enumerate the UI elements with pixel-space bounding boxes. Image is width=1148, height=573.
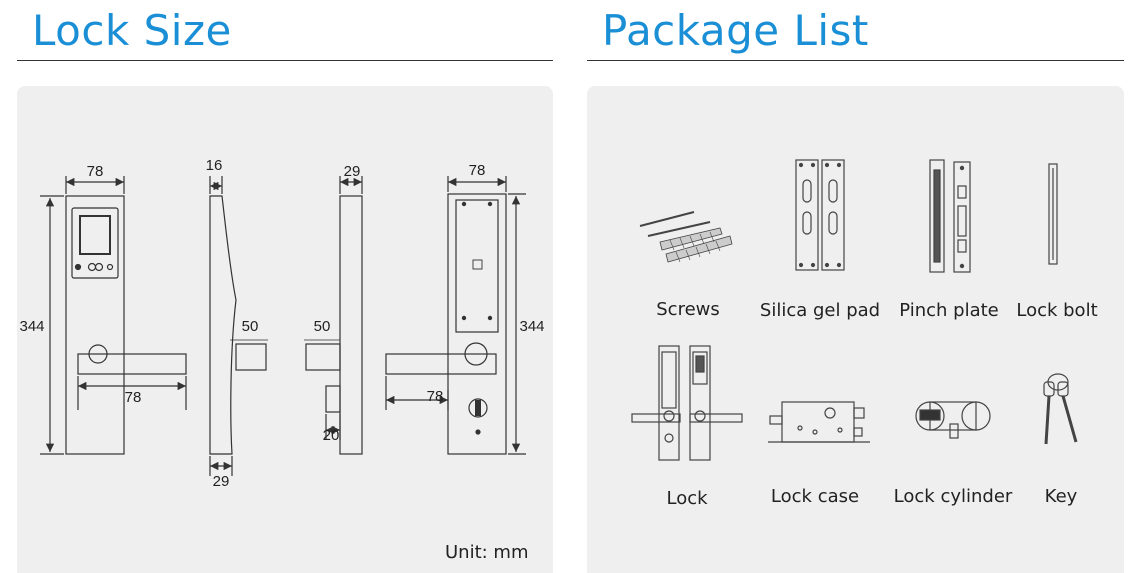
package-list-heading: Package List (602, 6, 869, 55)
dim-side1-thickness: 16 (206, 157, 223, 174)
package-list-panel (587, 86, 1124, 573)
package-item-lock-cylinder-label: Lock cylinder (893, 486, 1013, 507)
unit-label: Unit: mm (445, 542, 529, 563)
key-icon (1043, 373, 1078, 445)
dim-back-handle: 78 (427, 388, 444, 405)
lock-bolt-icon (1048, 163, 1058, 265)
lock-cylinder-icon (915, 401, 991, 439)
dim-side1-spindle: 50 (242, 318, 259, 335)
package-item-silica-gel-pad-label: Silica gel pad (759, 300, 881, 321)
dim-side2-thickness: 29 (344, 163, 361, 180)
dim-side2-spindle: 50 (314, 318, 331, 335)
front-view-drawing (40, 176, 187, 455)
lock-size-panel (17, 86, 553, 573)
package-item-key-label: Key (1044, 486, 1078, 507)
dim-back-width-top: 78 (469, 162, 486, 179)
dim-side2-bottom: 20 (323, 427, 340, 444)
lock-size-heading: Lock Size (32, 6, 232, 55)
dim-front-handle: 78 (125, 389, 142, 406)
side-view-1-drawing (209, 176, 268, 476)
package-item-lock-case-label: Lock case (770, 486, 860, 507)
lock-case-icon (768, 401, 870, 443)
package-item-lock-bolt-label: Lock bolt (1016, 300, 1098, 321)
pinch-plate-icon (929, 159, 971, 273)
side-view-2-drawing (304, 176, 363, 455)
screws-icon (639, 211, 733, 263)
dim-front-height: 344 (19, 318, 44, 335)
dim-side1-bottom: 29 (213, 473, 230, 490)
dim-front-width-top: 78 (87, 163, 104, 180)
back-view-drawing (385, 176, 526, 455)
package-item-lock-label: Lock (666, 488, 708, 509)
lock-icon (631, 345, 743, 461)
lock-size-divider (17, 60, 553, 61)
package-item-pinch-plate-label: Pinch plate (899, 300, 999, 321)
package-item-screws-label: Screws (656, 299, 720, 320)
silica-gel-pad-icon (795, 159, 845, 271)
package-list-divider (587, 60, 1124, 61)
dim-back-height: 344 (519, 318, 544, 335)
